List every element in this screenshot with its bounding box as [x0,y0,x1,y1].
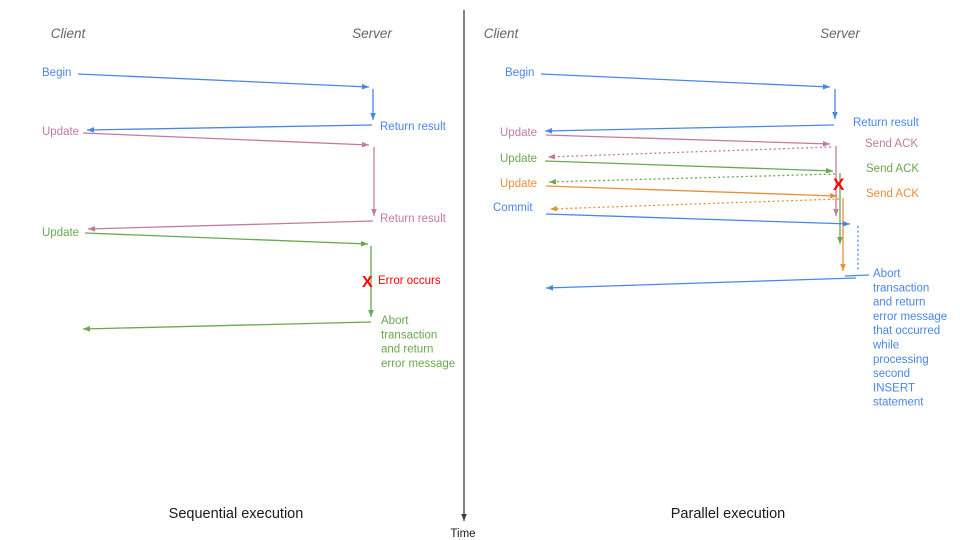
sequential-label-abort-message-line-1: Abort [381,315,409,327]
sequential-server-processing-update-1-arrowhead [371,209,377,216]
parallel-server-processing-update-1-arrowhead [833,209,839,216]
parallel-server-processing-begin-arrowhead [832,112,838,119]
parallel-label-update-3: Update [500,178,537,190]
parallel-msg-update-1-arrowhead [822,140,830,147]
parallel-error-x-mark: X [833,175,845,194]
sequential-msg-begin [77,73,370,88]
parallel-msg-send-ack-2 [548,173,836,183]
sequential-label-return-result-2: Return result [380,213,447,225]
parallel-msg-update-2 [544,160,834,172]
parallel-client-header: Client [484,26,520,41]
parallel-label-return-result: Return result [853,117,920,129]
parallel-label-abort-message-line-2: transaction [873,282,929,294]
parallel-label-abort-message-line-5: that occurred [873,325,940,337]
sequential-label-update-1: Update [42,126,79,138]
parallel-msg-abort-arrowhead [546,284,554,291]
sequential-msg-update-2-arrowhead [360,240,368,247]
parallel-msg-begin-arrowhead [822,83,830,90]
sequential-server-header: Server [352,26,392,41]
sequential-client-header: Client [51,26,87,41]
parallel-label-update-2: Update [500,153,537,165]
sequential-label-return-result-1: Return result [380,121,447,133]
parallel-server-processing-update-3-arrowhead [840,264,846,271]
sequential-msg-return-result-1-arrowhead [87,127,95,133]
parallel-msg-send-ack-1-arrowhead [548,153,556,160]
parallel-label-abort-message-line-3: and return [873,297,925,309]
parallel-label-send-ack-3: Send ACK [866,188,919,200]
parallel-msg-send-ack-2-arrowhead [549,179,557,185]
parallel-label-abort-message-line-10: statement [873,397,924,409]
sequential-label-begin: Begin [42,67,71,79]
parallel-msg-send-ack-3 [549,198,840,210]
parallel-msg-update-1 [545,134,831,145]
parallel-msg-send-ack-3-arrowhead [550,205,558,212]
sequential-msg-begin-arrowhead [361,83,369,90]
parallel-msg-return-result [544,124,835,132]
sequential-label-error-occurs: Error occurs [378,275,441,287]
parallel-label-abort-message-line-9: INSERT [873,382,915,394]
parallel-msg-update-2-arrowhead [825,167,833,174]
parallel-label-abort-message-line-8: second [873,368,910,380]
parallel-msg-abort [545,277,857,289]
parallel-msg-begin [540,73,831,88]
sequential-msg-abort-arrowhead [83,326,91,332]
time-axis-arrowhead [461,514,467,521]
sequential-server-processing-begin-arrowhead [370,113,376,120]
parallel-label-begin: Begin [505,67,534,79]
parallel-msg-return-result-arrowhead [545,128,553,134]
sequential-msg-update-1-arrowhead [361,141,369,148]
sequential-server-processing-update-2-arrowhead [368,310,374,317]
parallel-label-update-1: Update [500,127,537,139]
parallel-server-header: Server [820,26,860,41]
parallel-server-processing-update-2-arrowhead [837,237,843,244]
parallel-label-abort-message-line-1: Abort [873,268,901,280]
sequential-msg-return-result-2-arrowhead [88,226,96,232]
sequential-msg-abort [82,321,372,330]
parallel-label-abort-message-line-7: processing [873,354,929,366]
parallel-panel-title: Parallel execution [671,506,785,522]
parallel-msg-commit [545,213,851,225]
time-axis-label: Time [450,528,475,540]
sequential-error-x-mark: X [362,274,373,291]
parallel-label-send-ack-1: Send ACK [865,138,918,150]
sequential-label-abort-message-line-4: error message [381,358,455,370]
sequential-panel-title: Sequential execution [169,506,304,522]
sequential-msg-update-2 [84,232,369,245]
parallel-label-send-ack-2: Send ACK [866,163,919,175]
parallel-msg-commit-arrowhead [842,220,850,227]
parallel-msg-send-ack-1 [547,146,832,158]
parallel-msg-update-3 [545,185,838,197]
sequential-msg-return-result-1 [86,124,373,131]
parallel-server-abort-tick [844,274,870,277]
parallel-msg-update-3-arrowhead [829,192,837,199]
sequential-msg-return-result-2 [87,220,374,230]
sequential-label-abort-message-line-3: and return [381,344,433,356]
sequential-label-update-2: Update [42,227,79,239]
parallel-label-commit: Commit [493,202,533,214]
parallel-label-abort-message-line-4: error message [873,311,947,323]
sequential-label-abort-message-line-2: transaction [381,329,437,341]
sequential-msg-update-1 [82,132,370,146]
parallel-label-abort-message-line-6: while [872,340,899,352]
